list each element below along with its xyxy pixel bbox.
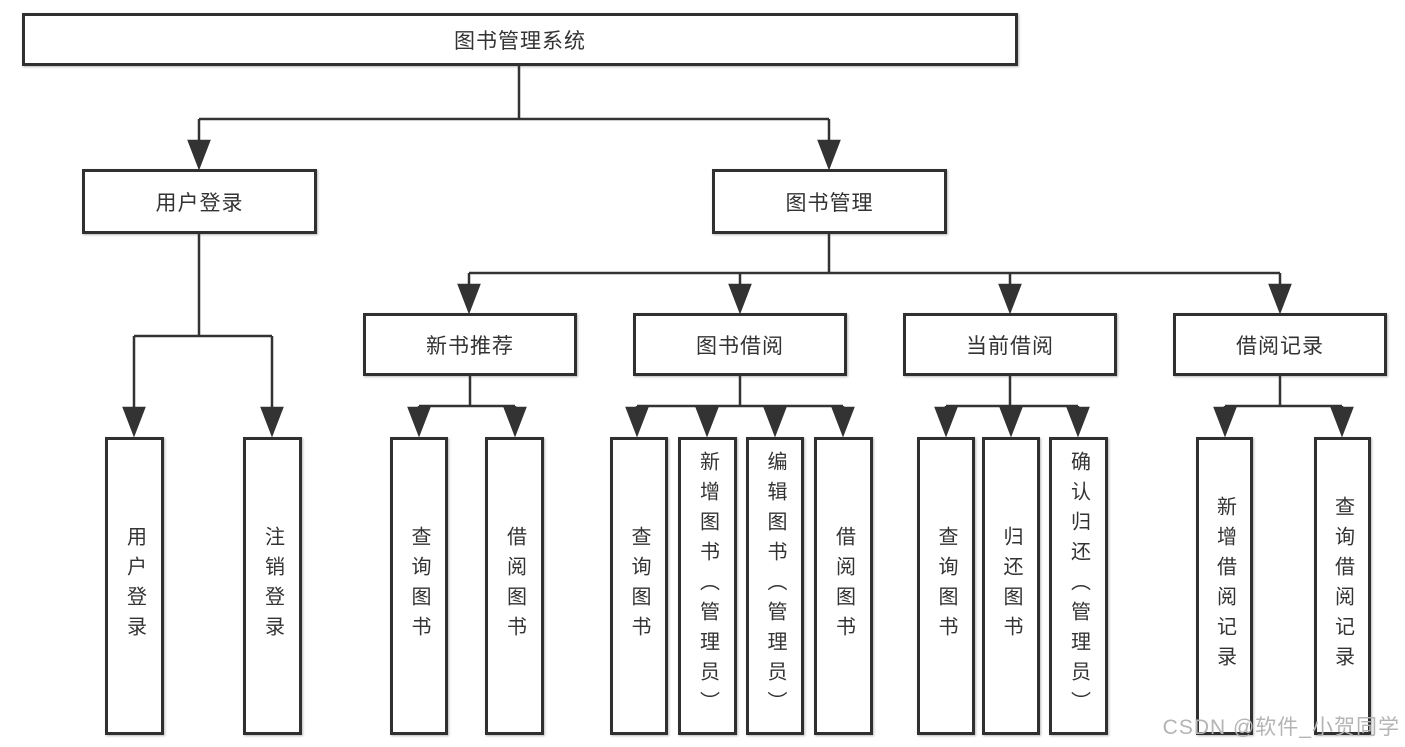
arrow-down-icon <box>503 406 527 438</box>
node-user-login: 用户登录 <box>82 169 317 234</box>
csdn-watermark: CSDN @软件_小贺同学 <box>1162 716 1400 739</box>
arrow-down-icon <box>817 139 841 171</box>
leaf-return-books: 归还图书 <box>982 437 1040 735</box>
leaf-query-borrow-record-label: 查询借阅记录 <box>1331 496 1354 676</box>
node-new-book-recommend: 新书推荐 <box>363 313 577 376</box>
arrow-down-icon <box>625 406 649 438</box>
leaf-borrow-query-books-label: 查询图书 <box>628 526 650 646</box>
arrow-down-icon <box>998 283 1022 315</box>
connector-user-login-to-leaves <box>122 234 284 438</box>
leaf-borrow-books-label: 借阅图书 <box>832 526 855 646</box>
node-borrow-record-label: 借阅记录 <box>1236 334 1324 358</box>
leaf-recommend-borrow-books: 借阅图书 <box>485 437 544 735</box>
leaf-confirm-return-admin: 确认归还（管理员） <box>1049 437 1108 735</box>
leaf-current-query-books-label: 查询图书 <box>935 526 957 646</box>
leaf-edit-books-admin-label: 编辑图书（管理员） <box>764 451 786 721</box>
leaf-current-query-books: 查询图书 <box>917 437 975 735</box>
arrow-down-icon <box>831 406 855 438</box>
leaf-logout: 注销登录 <box>243 437 302 735</box>
arrow-down-icon <box>260 406 284 438</box>
arrow-down-icon <box>457 283 481 315</box>
arrow-down-icon <box>407 406 431 438</box>
arrow-down-icon <box>695 406 719 438</box>
node-user-login-label: 用户登录 <box>155 191 244 215</box>
node-current-borrow-label: 当前借阅 <box>966 334 1054 358</box>
arrow-down-icon <box>1066 406 1090 438</box>
leaf-recommend-query-books-label: 查询图书 <box>408 526 430 646</box>
arrow-down-icon <box>999 406 1023 438</box>
arrow-down-icon <box>1268 283 1292 315</box>
leaf-return-books-label: 归还图书 <box>1000 526 1022 646</box>
arrow-down-icon <box>1330 406 1354 438</box>
node-book-borrow: 图书借阅 <box>633 313 847 376</box>
node-root-label: 图书管理系统 <box>454 29 586 53</box>
node-root-system: 图书管理系统 <box>22 13 1018 66</box>
node-book-management: 图书管理 <box>712 169 947 234</box>
connector-borrow-record-to-leaves <box>1213 376 1354 438</box>
leaf-confirm-return-admin-label: 确认归还（管理员） <box>1067 451 1090 721</box>
leaf-borrow-books: 借阅图书 <box>814 437 873 735</box>
leaf-add-books-admin: 新增图书（管理员） <box>678 437 737 735</box>
arrow-down-icon <box>1213 406 1237 438</box>
leaf-logout-label: 注销登录 <box>261 526 284 646</box>
leaf-add-borrow-record-label: 新增借阅记录 <box>1213 496 1236 676</box>
leaf-add-borrow-record: 新增借阅记录 <box>1196 437 1253 735</box>
leaf-recommend-borrow-books-label: 借阅图书 <box>503 526 526 646</box>
arrow-down-icon <box>934 406 958 438</box>
leaf-borrow-query-books: 查询图书 <box>610 437 668 735</box>
connector-book-borrow-to-leaves <box>625 376 855 438</box>
connector-book-mgmt-to-level3 <box>457 234 1292 315</box>
node-new-book-recommend-label: 新书推荐 <box>426 334 514 358</box>
leaf-add-books-admin-label: 新增图书（管理员） <box>696 451 719 721</box>
leaf-user-login: 用户登录 <box>105 437 164 735</box>
node-current-borrow: 当前借阅 <box>903 313 1117 376</box>
arrow-down-icon <box>728 283 752 315</box>
connector-current-borrow-to-leaves <box>934 376 1090 438</box>
leaf-recommend-query-books: 查询图书 <box>390 437 448 735</box>
connector-new-book-to-leaves <box>407 376 527 438</box>
arrow-down-icon <box>187 139 211 171</box>
leaf-edit-books-admin: 编辑图书（管理员） <box>746 437 804 735</box>
node-book-management-label: 图书管理 <box>785 191 874 215</box>
leaf-query-borrow-record: 查询借阅记录 <box>1314 437 1371 735</box>
node-borrow-record: 借阅记录 <box>1173 313 1387 376</box>
leaf-user-login-label: 用户登录 <box>123 526 146 646</box>
arrow-down-icon <box>763 406 787 438</box>
arrow-down-icon <box>122 406 146 438</box>
connector-root-to-level2 <box>187 66 841 171</box>
node-book-borrow-label: 图书借阅 <box>696 334 784 358</box>
